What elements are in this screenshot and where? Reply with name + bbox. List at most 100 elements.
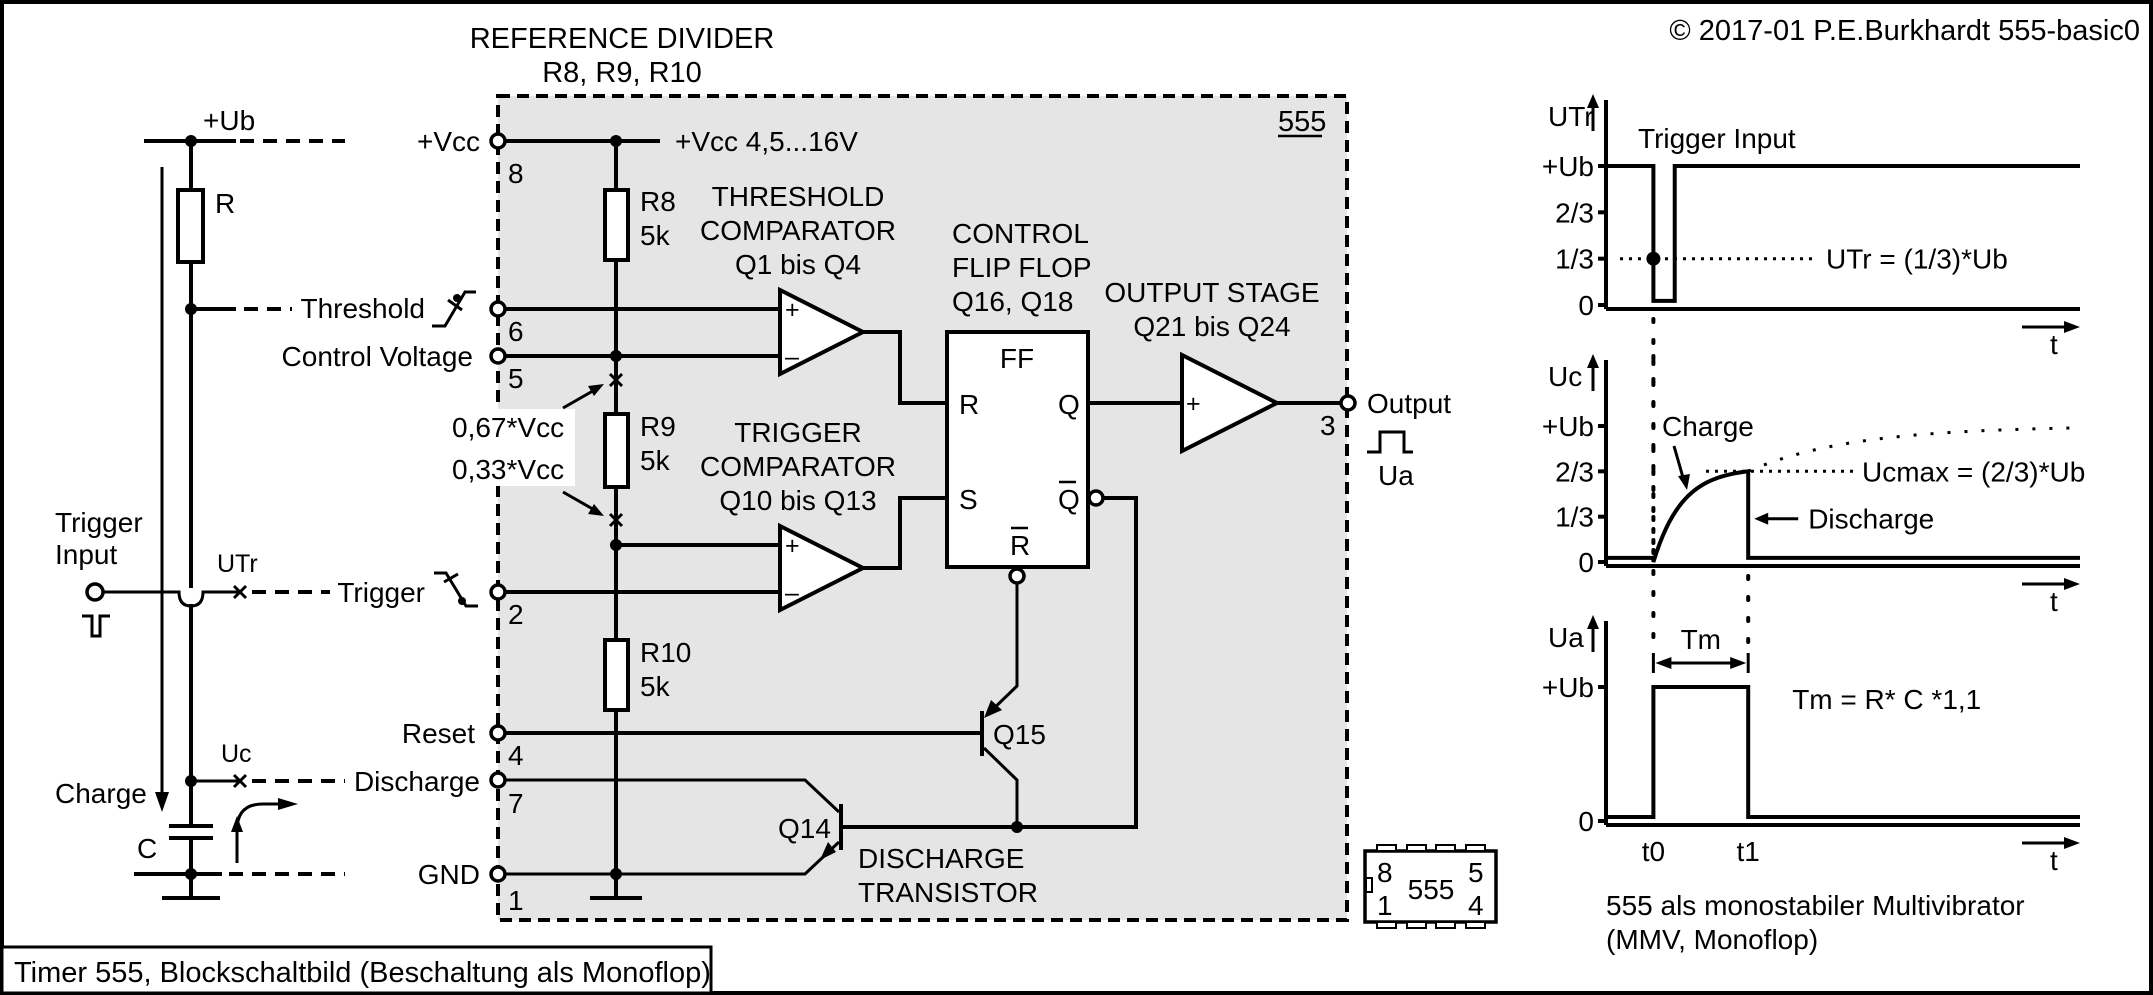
supply-label: +Ub	[203, 105, 255, 136]
package-pin-4: 4	[1468, 890, 1484, 921]
caption-box	[0, 945, 713, 995]
trigger-input-terminal[interactable]	[85, 582, 105, 602]
ff-title-1: CONTROL	[952, 218, 1089, 249]
package-pin-8: 8	[1377, 857, 1393, 888]
ic-package	[1363, 844, 1498, 929]
ucmax-annotation: Ucmax = (2/3)*Ub	[1862, 456, 2085, 487]
q14-label: Q14	[778, 813, 831, 844]
q15-emitter	[986, 583, 1019, 716]
x-axis-label: t	[2050, 586, 2058, 617]
y-axis-label: Ua	[1548, 622, 1584, 653]
q14-collector	[498, 778, 841, 814]
trigger-edge-icon	[434, 571, 478, 608]
q14-emitter-arrow	[820, 842, 836, 860]
pin1-label: GND	[418, 859, 480, 890]
utr-mark	[232, 584, 248, 600]
asymptote-curve	[1747, 426, 2081, 473]
timing-caption-1: 555 als monostabiler Multivibrator	[1606, 890, 2025, 921]
trigger-edge-dot	[458, 597, 466, 605]
trigger-pulse-icon	[82, 614, 110, 638]
r10-value: 5k	[640, 671, 671, 702]
output-stage-title-1: OUTPUT STAGE	[1104, 277, 1319, 308]
timing-caption-2: (MMV, Monoflop)	[1606, 924, 1818, 955]
y-tick-label: 1/3	[1555, 244, 1594, 275]
trigger-comparator-minus: –	[785, 579, 799, 607]
ff-reset-input: R	[1010, 530, 1030, 561]
x-axis-arrow-head	[2064, 578, 2080, 590]
pin-8-vcc[interactable]	[489, 132, 507, 150]
charge-arrow	[1672, 445, 1686, 482]
y-axis-label: Uc	[1548, 361, 1582, 392]
y-axis-arrow-head	[1587, 354, 1599, 368]
resistor-r-label: R	[215, 188, 235, 219]
trigger-input-label-2: Input	[55, 539, 117, 570]
y-axis-label: UTr	[1548, 101, 1594, 132]
x-tick-label: t1	[1737, 836, 1760, 867]
wire	[1017, 496, 1138, 829]
threshold-edge-icon	[432, 290, 476, 328]
threshold-comparator-plus: +	[785, 296, 800, 324]
charge-annotation: Charge	[1662, 411, 1754, 442]
y-axis-arrow-head	[1587, 615, 1599, 629]
tm-arrow-left	[1655, 657, 1672, 669]
threshold-comparator	[778, 286, 868, 378]
output-stage-plus: +	[1186, 390, 1201, 418]
r9-name: R9	[640, 411, 676, 442]
tm-formula: Tm = R* C *1,1	[1792, 684, 1981, 715]
output-stage-title-2: Q21 bis Q24	[1133, 311, 1290, 342]
y-tick-label: 2/3	[1555, 456, 1594, 487]
trigger-comparator-title-2: COMPARATOR	[700, 451, 896, 482]
wire	[863, 496, 947, 570]
pin6-number: 6	[508, 316, 524, 347]
tap-label-low: 0,33*Vcc	[452, 454, 564, 485]
y-tick-label: +Ub	[1542, 672, 1594, 703]
x-axis-label: t	[2050, 845, 2058, 876]
pin-6-threshold[interactable]	[489, 300, 507, 318]
pin-1-gnd[interactable]	[489, 865, 507, 883]
y-tick-label: 0	[1578, 290, 1594, 321]
capacitor-waveform	[1606, 469, 2080, 563]
capacitor-label: C	[137, 833, 157, 864]
output-waveform	[1606, 685, 2080, 819]
discharge-arrow-head-up	[231, 816, 243, 832]
x-tick-label: t0	[1642, 836, 1665, 867]
pin-2-trigger[interactable]	[489, 583, 507, 601]
pin-3-output[interactable]	[1339, 394, 1357, 412]
r10-name: R10	[640, 637, 691, 668]
node	[610, 350, 622, 362]
pin-7-discharge[interactable]	[489, 771, 507, 789]
y-tick-label: 0	[1578, 547, 1594, 578]
x-axis-arrow-head	[2064, 837, 2080, 849]
output-pulse-icon	[1367, 430, 1413, 454]
node	[610, 868, 622, 880]
chip-name: 555	[1278, 106, 1326, 138]
package-label: 555	[1408, 874, 1455, 905]
threshold-point	[1646, 251, 1661, 266]
wire	[863, 330, 947, 405]
x-axis-label: t	[2050, 329, 2058, 360]
y-axis-arrow-head	[1587, 94, 1599, 108]
tap-mark-high	[608, 372, 624, 388]
node	[610, 539, 622, 551]
tap-arrow-high-head	[588, 384, 604, 396]
pin4-label: Reset	[402, 718, 475, 749]
tap-label-high: 0,67*Vcc	[452, 412, 564, 443]
y-tick-label: 2/3	[1555, 197, 1594, 228]
package-pin-5: 5	[1468, 857, 1484, 888]
threshold-annotation: UTr = (1/3)*Ub	[1826, 244, 2008, 275]
charge-arrow-head	[155, 792, 169, 812]
r8-value: 5k	[640, 220, 671, 251]
trigger-comparator-title-1: TRIGGER	[734, 417, 862, 448]
pin4-number: 4	[508, 740, 524, 771]
pin-4-reset[interactable]	[489, 724, 507, 742]
tap-arrow-low-head	[588, 504, 604, 516]
trigger-comparator-plus: +	[785, 532, 800, 560]
pin-5-control-voltage[interactable]	[489, 347, 507, 365]
output-label: Output	[1367, 388, 1451, 419]
trigger-comparator-title-3: Q10 bis Q13	[719, 485, 876, 516]
divider-title: REFERENCE DIVIDER	[470, 23, 775, 55]
r9-value: 5k	[640, 445, 671, 476]
